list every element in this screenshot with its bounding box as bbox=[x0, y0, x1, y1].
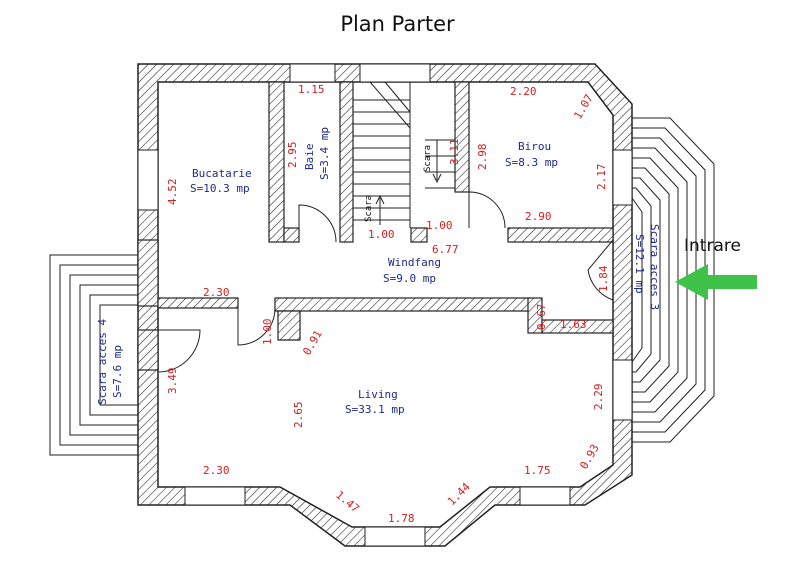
dim-2-29: 2.29 bbox=[592, 384, 605, 411]
room-area-living: S=33.1 mp bbox=[345, 403, 405, 416]
entrance-arrow bbox=[675, 264, 757, 300]
dim-1-47: 1.47 bbox=[333, 488, 362, 515]
plan-title: Plan Parter bbox=[340, 12, 455, 36]
entrance-label: Intrare bbox=[684, 236, 741, 256]
dim-2-30-bottom: 2.30 bbox=[203, 464, 230, 477]
dim-0-91: 0.91 bbox=[300, 328, 325, 357]
dim-1-63: 1.63 bbox=[560, 318, 587, 331]
room-area-bucatarie: S=10.3 mp bbox=[190, 182, 250, 195]
dim-1-00-hall: 1.00 bbox=[426, 219, 453, 232]
dim-2-65: 2.65 bbox=[292, 402, 305, 429]
dim-2-20: 2.20 bbox=[510, 85, 537, 98]
dim-1-00-door: 1.00 bbox=[261, 319, 274, 346]
dim-1-00-stair: 1.00 bbox=[368, 228, 395, 241]
dim-2-95: 2.95 bbox=[286, 142, 299, 169]
dim-4-52: 4.52 bbox=[166, 179, 179, 206]
dim-2-98: 2.98 bbox=[476, 144, 489, 171]
room-name-baie: Baie bbox=[303, 144, 316, 171]
room-name-birou: Birou bbox=[518, 140, 551, 153]
room-name-bucatarie: Bucatarie bbox=[192, 167, 252, 180]
dim-1-78: 1.78 bbox=[388, 512, 415, 525]
room-name-scara-acces-3: Scara acces 3 bbox=[648, 224, 661, 310]
dim-2-90: 2.90 bbox=[525, 210, 552, 223]
dim-0-93: 0.93 bbox=[577, 442, 602, 471]
stair-label-2: Scara bbox=[423, 145, 433, 172]
staircase bbox=[353, 81, 455, 228]
dim-1-07: 1.07 bbox=[571, 92, 596, 121]
room-area-scara-acces-4: S=7.6 mp bbox=[111, 345, 124, 398]
room-name-living: Living bbox=[358, 388, 398, 401]
dim-0-67: 0.67 bbox=[535, 304, 548, 331]
room-name-windfang: Windfang bbox=[388, 256, 441, 269]
room-area-baie: S=3.4 mp bbox=[318, 127, 331, 180]
room-area-scara-acces-3: S=12.1 mp bbox=[633, 234, 646, 294]
dim-6-77: 6.77 bbox=[432, 243, 459, 256]
room-name-scara-acces-4: Scara acces 4 bbox=[96, 319, 109, 405]
dim-2-17: 2.17 bbox=[595, 164, 608, 191]
dim-1-15: 1.15 bbox=[298, 83, 325, 96]
doors bbox=[157, 191, 614, 373]
room-area-windfang: S=9.0 mp bbox=[383, 272, 436, 285]
dim-2-30-top: 2.30 bbox=[203, 286, 230, 299]
interior-walls bbox=[137, 81, 614, 371]
windows bbox=[137, 63, 633, 547]
dim-3-49: 3.49 bbox=[166, 368, 179, 395]
dim-1-84: 1.84 bbox=[597, 265, 610, 292]
entrance-steps-left bbox=[49, 254, 138, 456]
dim-1-75: 1.75 bbox=[524, 464, 551, 477]
dim-3-11: 3.11 bbox=[448, 139, 461, 166]
room-area-birou: S=8.3 mp bbox=[505, 156, 558, 169]
stair-label-1: Scara bbox=[364, 195, 374, 222]
